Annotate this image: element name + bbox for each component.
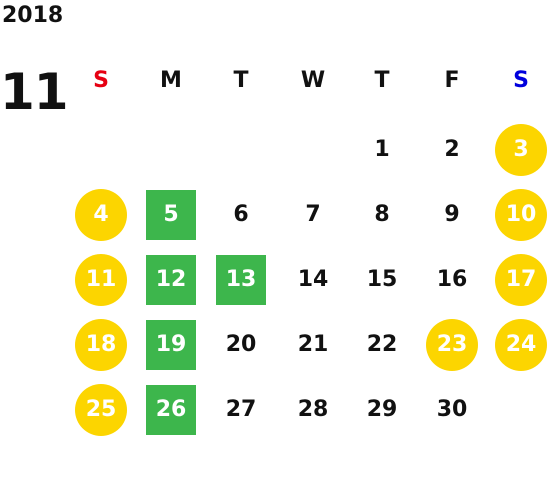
weekday-fri: F	[444, 68, 460, 93]
day-cell[interactable]: 7	[305, 202, 321, 227]
day-cell[interactable]: 30	[436, 397, 468, 422]
weekday-mon: M	[160, 68, 182, 93]
day-cell-event[interactable]: 19	[146, 320, 196, 370]
month-number: 11	[0, 63, 69, 121]
day-cell-holiday[interactable]: 17	[495, 254, 547, 306]
day-cell[interactable]: 22	[366, 332, 398, 357]
day-cell[interactable]: 14	[297, 267, 329, 292]
day-cell[interactable]: 21	[297, 332, 329, 357]
weekday-sun: S	[93, 68, 109, 93]
weekday-tue: T	[233, 68, 249, 93]
day-cell-holiday[interactable]: 24	[495, 319, 547, 371]
day-cell-event[interactable]: 12	[146, 255, 196, 305]
day-cell[interactable]: 20	[225, 332, 257, 357]
day-cell[interactable]: 29	[366, 397, 398, 422]
day-cell-event[interactable]: 5	[146, 190, 196, 240]
day-cell-event[interactable]: 13	[216, 255, 266, 305]
day-cell-holiday[interactable]: 25	[75, 384, 127, 436]
year-label: 2018	[2, 3, 64, 28]
day-cell[interactable]: 27	[225, 397, 257, 422]
day-cell[interactable]: 16	[436, 267, 468, 292]
day-cell-holiday[interactable]: 10	[495, 189, 547, 241]
weekday-wed: W	[300, 68, 326, 93]
day-cell[interactable]: 28	[297, 397, 329, 422]
day-cell-holiday[interactable]: 4	[75, 189, 127, 241]
day-cell-event[interactable]: 26	[146, 385, 196, 435]
day-cell[interactable]: 6	[233, 202, 249, 227]
weekday-thu: T	[374, 68, 390, 93]
day-cell[interactable]: 9	[444, 202, 460, 227]
day-cell[interactable]: 2	[444, 137, 460, 162]
day-cell-holiday[interactable]: 23	[426, 319, 478, 371]
day-cell-holiday[interactable]: 3	[495, 124, 547, 176]
day-cell[interactable]: 8	[374, 202, 390, 227]
day-cell[interactable]: 1	[374, 137, 390, 162]
day-cell-holiday[interactable]: 11	[75, 254, 127, 306]
day-cell[interactable]: 15	[366, 267, 398, 292]
day-cell-holiday[interactable]: 18	[75, 319, 127, 371]
weekday-sat: S	[513, 68, 529, 93]
